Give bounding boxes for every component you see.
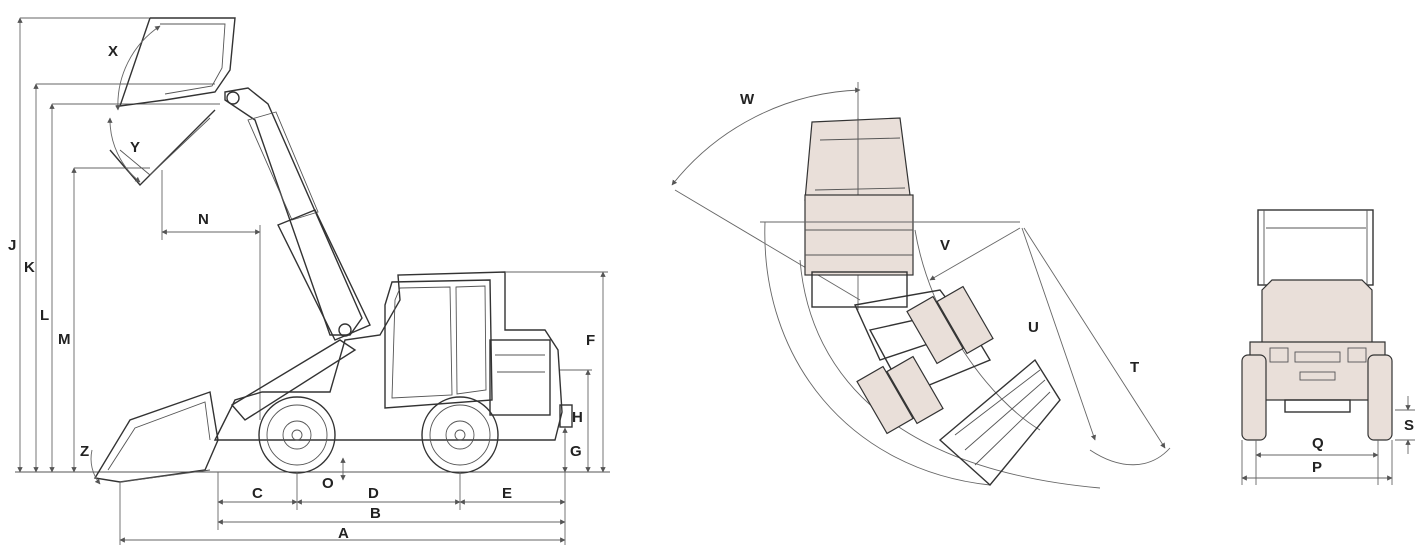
top-machine-cab xyxy=(804,117,914,308)
label-e: E xyxy=(502,485,512,502)
label-c: C xyxy=(252,485,263,502)
label-m: M xyxy=(58,331,71,348)
label-y: Y xyxy=(130,139,140,156)
label-v: V xyxy=(940,237,950,254)
label-o: O xyxy=(322,475,334,492)
label-d: D xyxy=(368,485,379,502)
label-x: X xyxy=(108,43,118,60)
label-j: J xyxy=(8,237,16,254)
label-t: T xyxy=(1130,359,1139,376)
label-f: F xyxy=(586,332,595,349)
raised-bucket xyxy=(109,17,236,187)
boom-arm xyxy=(224,87,371,421)
label-q: Q xyxy=(1312,435,1324,452)
rear-wheel xyxy=(421,396,499,474)
label-s: S xyxy=(1404,417,1414,434)
length-dimensions xyxy=(119,472,566,545)
front-wheel xyxy=(258,396,336,474)
front-view: S Q P xyxy=(1241,209,1415,485)
label-l: L xyxy=(40,307,49,324)
label-n: N xyxy=(198,211,209,228)
top-view: W V U T xyxy=(671,82,1171,489)
label-b: B xyxy=(370,505,381,522)
label-h: H xyxy=(572,409,583,426)
label-p: P xyxy=(1312,459,1322,476)
label-z: Z xyxy=(80,443,89,460)
label-g: G xyxy=(570,443,582,460)
loader-body xyxy=(213,271,573,441)
top-machine-front xyxy=(853,285,1061,487)
lowered-bucket xyxy=(93,391,219,483)
label-k: K xyxy=(24,259,35,276)
label-u: U xyxy=(1028,319,1039,336)
label-w: W xyxy=(740,91,755,108)
label-a: A xyxy=(338,525,349,542)
side-view: J K L M X Y N Z C O D E B A F H G xyxy=(8,17,610,545)
